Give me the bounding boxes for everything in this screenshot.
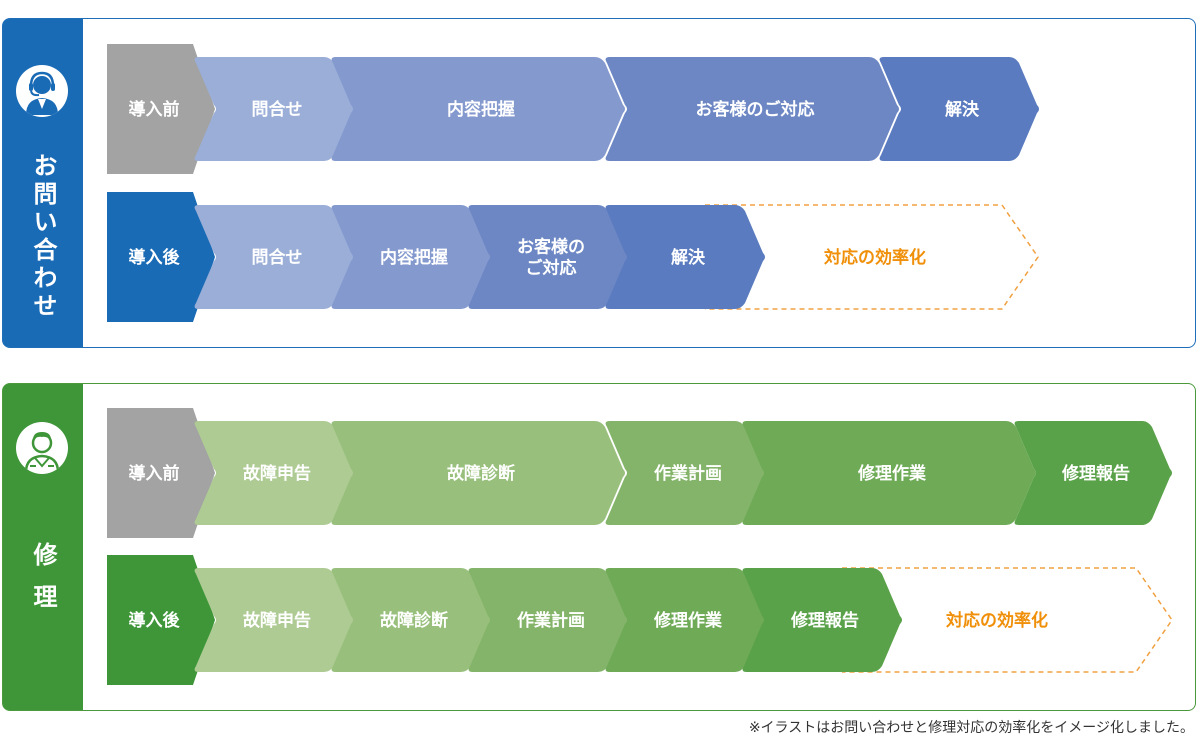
repair-after-step-1 bbox=[194, 568, 354, 672]
repair-before-badge bbox=[107, 408, 215, 538]
inquiry-after-step-4-label: 解決 bbox=[671, 247, 706, 268]
repair-before-step-4-label: 修理作業 bbox=[857, 463, 926, 484]
repair-after-step-5 bbox=[742, 568, 902, 672]
repair-before-step-5-label: 修理報告 bbox=[1061, 463, 1130, 484]
repair-after-step-1-label: 故障申告 bbox=[243, 610, 311, 631]
repair-before-badge-label: 導入前 bbox=[129, 463, 180, 484]
technician-icon bbox=[16, 422, 68, 474]
repair-before-step-1-label: 故障申告 bbox=[243, 463, 311, 484]
repair-before-step-4 bbox=[742, 421, 1036, 525]
inquiry-before-badge bbox=[107, 44, 215, 174]
inquiry-before-badge-label: 導入前 bbox=[129, 99, 180, 120]
repair-after-step-3 bbox=[468, 568, 628, 672]
inquiry-before-step-1-label: 問合せ bbox=[252, 99, 303, 120]
inquiry-after-step-2-label: 内容把握 bbox=[380, 247, 448, 268]
repair-after-step-4-label: 修理作業 bbox=[653, 610, 722, 631]
inquiry-before-step-3-label: お客様のご対応 bbox=[696, 99, 815, 120]
inquiry-side-bar: お問い合わせ bbox=[3, 19, 83, 347]
inquiry-after-step-1-label: 問合せ bbox=[252, 247, 303, 268]
repair-after-step-5-label: 修理報告 bbox=[790, 610, 859, 631]
headset-operator-icon bbox=[16, 65, 68, 117]
repair-after-step-2-label: 故障診断 bbox=[380, 610, 448, 631]
repair-after-step-3-label: 作業計画 bbox=[517, 610, 585, 631]
repair-after-efficiency-label: 対応の効率化 bbox=[945, 610, 1048, 631]
repair-after-step-4 bbox=[605, 568, 765, 672]
repair-side-bar: 修理 bbox=[3, 384, 83, 710]
inquiry-after-badge bbox=[107, 192, 215, 322]
inquiry-after-step-4 bbox=[605, 205, 765, 309]
repair-before-step-5 bbox=[1014, 421, 1172, 525]
inquiry-after-efficiency-outline bbox=[705, 204, 1039, 310]
inquiry-after-badge-label: 導入後 bbox=[129, 247, 181, 268]
inquiry-after-efficiency-label: 対応の効率化 bbox=[823, 247, 926, 268]
inquiry-after-step-3-label: お客様のご対応 bbox=[517, 237, 585, 279]
repair-before-step-3 bbox=[605, 421, 765, 525]
inquiry-before-step-2-label: 内容把握 bbox=[447, 99, 515, 120]
repair-after-badge-label: 導入後 bbox=[129, 610, 181, 631]
repair-before-step-3-label: 作業計画 bbox=[654, 463, 722, 484]
inquiry-before-step-4 bbox=[879, 57, 1039, 161]
inquiry-after-step-3 bbox=[468, 205, 628, 309]
repair-before-step-2-label: 故障診断 bbox=[447, 463, 515, 484]
inquiry-before-step-2 bbox=[331, 57, 625, 161]
inquiry-before-step-1 bbox=[194, 57, 354, 161]
inquiry-before-step-4-label: 解決 bbox=[945, 99, 980, 120]
inquiry-title: お問い合わせ bbox=[29, 153, 57, 321]
footnote: ※イラストはお問い合わせと修理対応の効率化をイメージ化しました。 bbox=[748, 720, 1194, 736]
repair-after-badge bbox=[107, 555, 215, 685]
repair-title: 修理 bbox=[29, 542, 57, 626]
inquiry-after-step-1 bbox=[194, 205, 354, 309]
inquiry-before-step-3 bbox=[605, 57, 899, 161]
repair-before-step-1 bbox=[194, 421, 354, 525]
repair-after-step-2 bbox=[331, 568, 491, 672]
repair-before-step-2 bbox=[331, 421, 625, 525]
inquiry-after-step-2 bbox=[331, 205, 491, 309]
